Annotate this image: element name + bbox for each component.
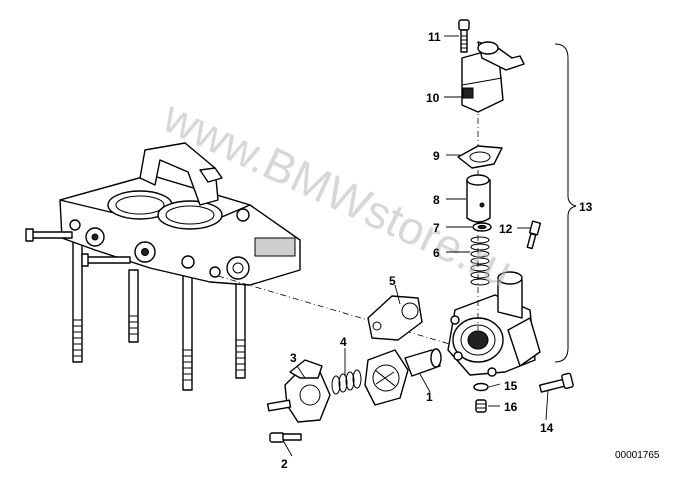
callout-3: 3 <box>290 351 297 365</box>
sleeve-8 <box>466 174 491 223</box>
thermostat-housing-10 <box>461 41 525 113</box>
callout-9: 9 <box>433 149 440 163</box>
gasket-5 <box>367 295 423 341</box>
callout-2: 2 <box>281 457 288 471</box>
callout-4: 4 <box>340 335 347 349</box>
reference-code: 00001765 <box>615 450 660 461</box>
callout-11: 11 <box>428 30 441 44</box>
throttle-housing <box>25 142 301 391</box>
callout-leaders <box>283 35 549 457</box>
callout-12: 12 <box>499 222 513 236</box>
callout-8: 8 <box>433 193 440 207</box>
callout-6: 6 <box>433 246 440 260</box>
vacuum-unit <box>266 348 442 443</box>
assembly-centerline <box>217 275 471 351</box>
callout-1: 1 <box>426 390 433 404</box>
group-bracket <box>554 43 577 363</box>
callout-16: 16 <box>504 400 518 414</box>
callout-10: 10 <box>426 91 440 105</box>
callout-7: 7 <box>433 221 440 235</box>
bolt-11 <box>458 19 470 53</box>
callout-15: 15 <box>504 379 518 393</box>
spring-6 <box>470 236 490 286</box>
callout-5: 5 <box>389 274 396 288</box>
screw-16 <box>475 399 487 413</box>
callout-labels: 1 2 3 4 5 6 7 8 9 10 11 12 13 14 15 16 <box>281 30 593 471</box>
washer-15 <box>473 382 489 392</box>
sensor-12 <box>526 220 542 250</box>
valve-body <box>447 271 541 377</box>
bolt-14 <box>538 372 574 393</box>
gasket-9 <box>457 145 503 169</box>
callout-13: 13 <box>579 200 593 214</box>
callout-14: 14 <box>540 421 554 435</box>
